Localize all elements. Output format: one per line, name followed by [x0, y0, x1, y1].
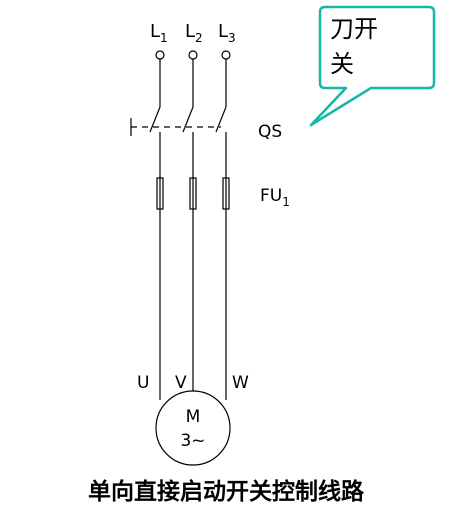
phase-label-l2: L2 [185, 21, 203, 45]
supply-wires [159, 59, 227, 107]
switch-to-fuse-wires [159, 132, 227, 178]
callout-line1: 刀开 [330, 15, 378, 43]
motor-feed-wires [159, 209, 227, 400]
terminal-l3 [221, 50, 231, 60]
callout-bubble [309, 5, 436, 127]
phase-label-l1: L1 [150, 21, 168, 45]
phase-label-l3: L3 [218, 21, 236, 45]
terminal-v-label: V [175, 373, 187, 393]
terminal-l2 [188, 50, 198, 60]
terminal-u-label: U [137, 373, 149, 393]
diagram-caption: 单向直接启动开关控制线路 [88, 478, 365, 505]
motor-letter: M [186, 407, 201, 427]
terminal-w-label: W [232, 373, 249, 393]
switch-label: QS [258, 122, 282, 142]
callout-line2: 关 [330, 50, 354, 78]
knife-switch-qs [130, 106, 227, 136]
motor-spec: 3~ [180, 431, 205, 451]
motor-symbol [155, 390, 231, 466]
fuse-through-lines [159, 178, 227, 209]
fuse-label: FU1 [260, 186, 290, 209]
terminal-l1 [155, 50, 165, 60]
